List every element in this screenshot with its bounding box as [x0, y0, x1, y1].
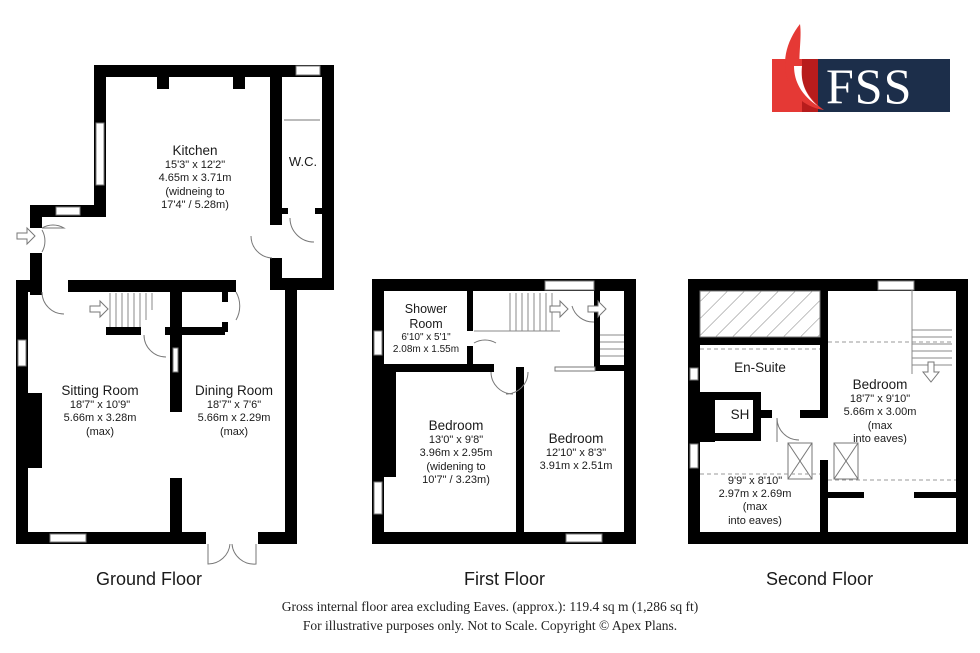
- floor-title-ground: Ground Floor: [96, 569, 203, 589]
- room-label-en-suite: En-Suite: [734, 360, 786, 375]
- room-label-bedroom-2: Bedroom 12'10" x 8'3" 3.91m x 2.51m: [539, 431, 613, 473]
- first-floor-details: [373, 280, 624, 543]
- room-label-bedroom-3: Bedroom 18'7" x 9'10" 5.66m x 3.00m (max…: [843, 377, 917, 445]
- logo-text: FSS: [826, 58, 913, 114]
- room-label-bedroom-1: Bedroom 13'0" x 9'8" 3.96m x 2.95m (wide…: [419, 418, 493, 486]
- room-label-dining-room: Dining Room 18'7" x 7'6" 5.66m x 2.29m (…: [194, 383, 274, 438]
- room-label-wc: W.C.: [288, 154, 318, 169]
- room-label-shower: SH: [730, 407, 750, 422]
- floor-area-note: Gross internal floor area excluding Eave…: [281, 599, 699, 614]
- room-label-shower-room: Shower Room 6'10" x 5'1" 2.08m x 1.55m: [392, 302, 460, 355]
- ground-floor-plan: [16, 65, 334, 544]
- second-floor-details: [689, 280, 956, 481]
- room-label-eaves-room: 9'9" x 8'10" 2.97m x 2.69m (max into eav…: [718, 475, 792, 527]
- room-label-sitting-room: Sitting Room 18'7" x 10'9" 5.66m x 3.28m…: [61, 383, 139, 438]
- ground-floor-details: [16, 65, 321, 565]
- floor-title-first: First Floor: [464, 569, 545, 589]
- fss-logo: FSS: [772, 22, 950, 114]
- feather-icon: [785, 24, 824, 110]
- floor-title-second: Second Floor: [766, 569, 874, 589]
- room-label-kitchen: Kitchen 15'3" x 12'2" 4.65m x 3.71m (wid…: [158, 143, 232, 211]
- copyright-note: For illustrative purposes only. Not to S…: [302, 618, 678, 633]
- logo-navy-block: [818, 59, 950, 112]
